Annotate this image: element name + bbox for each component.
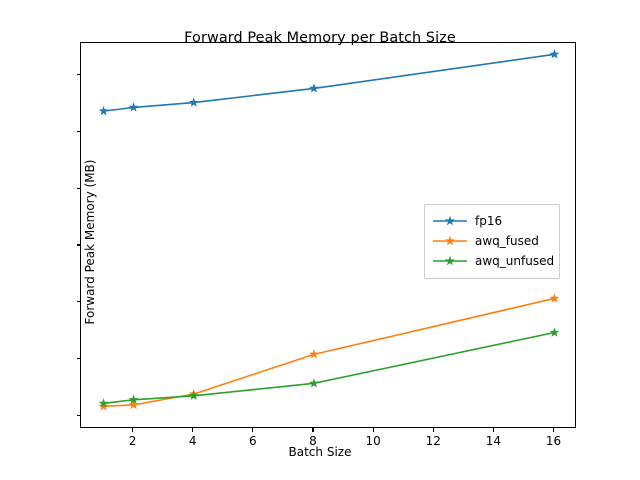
data-point-marker — [549, 49, 560, 59]
x-tick-mark — [312, 428, 314, 432]
series-line — [103, 331, 555, 405]
plot-svg — [98, 49, 560, 411]
legend-item-fp16[interactable]: fp16 — [432, 211, 552, 231]
legend-item-awq_unfused[interactable]: awq_unfused — [432, 251, 555, 271]
legend-label: awq_unfused — [475, 254, 555, 268]
y-tick-mark — [76, 357, 80, 360]
x-tick-mark — [192, 428, 194, 432]
x-tick-label: 16 — [545, 434, 562, 448]
y-tick-mark — [76, 414, 80, 416]
legend-swatch-icon — [432, 254, 468, 268]
series-line — [103, 297, 555, 408]
chart-legend: fp16 awq_fused awq_unfused — [424, 204, 560, 279]
y-tick-mark — [76, 74, 80, 76]
y-axis-label: Forward Peak Memory (MB) — [83, 159, 97, 325]
x-tick-mark — [552, 428, 555, 432]
x-tick-mark — [492, 428, 494, 432]
data-point-marker — [128, 399, 139, 410]
series-awq_fused — [98, 293, 560, 411]
x-tick-mark — [252, 428, 254, 432]
x-tick-mark — [132, 428, 134, 432]
x-tick-label: 8 — [309, 434, 317, 448]
data-point-marker — [188, 390, 199, 400]
legend-label: fp16 — [475, 214, 503, 228]
data-point-marker — [98, 401, 109, 411]
data-point-marker — [309, 83, 319, 93]
x-tick-label: 2 — [128, 434, 137, 448]
x-tick-label: 6 — [249, 434, 257, 448]
x-tick-mark — [372, 428, 374, 432]
plot-area: Forward Peak Memory (MB) — [80, 42, 576, 428]
y-tick-mark — [76, 244, 80, 246]
x-tick-label: 4 — [188, 434, 197, 448]
x-tick-mark — [432, 428, 434, 432]
legend-label: awq_fused — [475, 234, 539, 248]
data-point-marker — [549, 293, 560, 303]
legend-swatch-icon — [432, 214, 468, 228]
series-line — [103, 53, 555, 112]
series-fp16 — [98, 49, 560, 116]
x-tick-label: 12 — [425, 434, 441, 448]
data-point-marker — [309, 349, 319, 359]
y-tick-mark — [76, 130, 80, 132]
y-tick-mark — [76, 301, 80, 303]
x-tick-label: 10 — [365, 434, 381, 448]
data-point-marker — [128, 102, 139, 112]
y-tick-mark — [76, 187, 80, 189]
x-axis-label: Batch Size — [288, 445, 352, 459]
legend-swatch-icon — [432, 234, 468, 248]
data-point-marker — [128, 394, 139, 404]
x-tick-label: 14 — [485, 434, 501, 448]
data-point-marker — [98, 105, 109, 116]
data-point-marker — [309, 378, 319, 388]
data-point-marker — [549, 327, 560, 337]
series-awq_unfused — [98, 327, 560, 408]
data-point-marker — [188, 97, 199, 107]
legend-item-awq_fused[interactable]: awq_fused — [432, 231, 552, 251]
data-point-marker — [98, 398, 109, 408]
